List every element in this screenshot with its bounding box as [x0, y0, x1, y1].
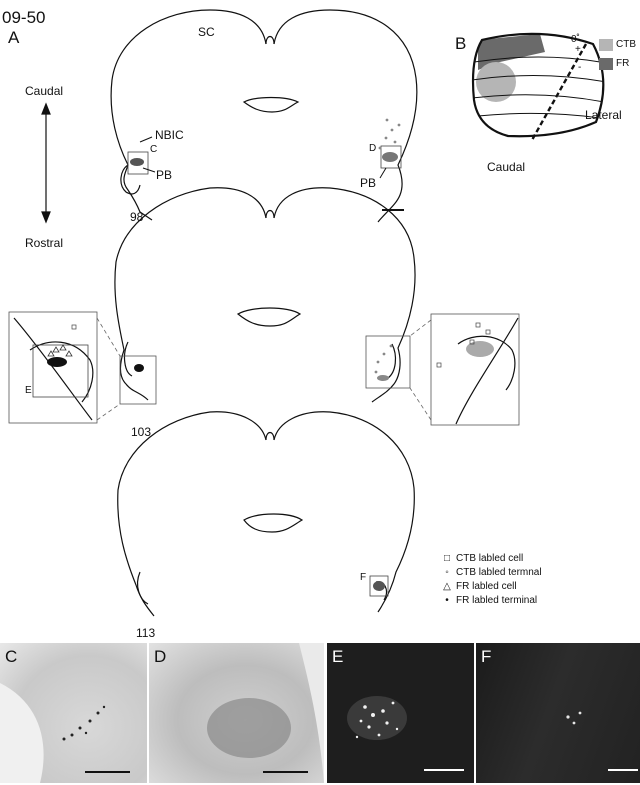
scattered-markers-103-right — [375, 345, 393, 381]
photo-c-texture — [0, 643, 147, 783]
section-98-outline — [111, 10, 417, 222]
section-113-number: 113 — [136, 626, 155, 640]
box-d-label: D — [369, 143, 376, 154]
pb-right-label: PB — [360, 176, 376, 190]
box-e-label: E — [25, 385, 32, 396]
section-98-number: 98 — [130, 210, 143, 224]
scale-bar-e — [424, 769, 464, 771]
section-103-number: 103 — [131, 425, 151, 439]
legend-fr-cell-label: FR labled cell — [456, 581, 517, 592]
legend-ctb-cell: □ CTB labled cell — [441, 553, 523, 564]
plus-label: + — [575, 44, 581, 55]
labeled-cluster-103-left — [134, 364, 144, 372]
photo-d-letter: D — [154, 647, 166, 667]
labeled-cluster-113 — [373, 581, 385, 591]
legend-ctb-terminal-label: CTB labled termnal — [456, 567, 542, 578]
scattered-markers-98-right — [379, 119, 401, 150]
scale-bar-c — [85, 771, 130, 773]
scale-bar-f — [608, 769, 638, 771]
photo-panel-c: C — [0, 643, 147, 783]
photo-e-texture — [327, 643, 474, 783]
rostral-label: Rostral — [25, 236, 63, 250]
nbic-label: NBIC — [155, 128, 184, 142]
section-103-outline — [115, 188, 415, 402]
panel-b-caudal-label: Caudal — [487, 160, 525, 174]
photo-e-letter: E — [332, 647, 343, 667]
small-circle-icon: ◦ — [441, 567, 453, 578]
caudal-label: Caudal — [25, 84, 63, 98]
legend-fr-swatch — [599, 58, 613, 70]
brain-sections-drawing — [0, 0, 640, 645]
photo-panel-e: E — [327, 643, 474, 783]
panel-b-lateral-label: Lateral — [585, 108, 622, 122]
labeled-terminals-98-right — [382, 152, 398, 162]
labeled-cluster-inset-e — [47, 357, 67, 367]
triangle-icon: △ — [441, 581, 453, 592]
pb-left-arrow — [143, 168, 155, 172]
pb-left-label: PB — [156, 168, 172, 182]
legend-fr-label: FR — [616, 58, 629, 69]
photo-panel-f: F — [476, 643, 640, 783]
legend-ctb-terminal: ◦ CTB labled termnal — [441, 567, 542, 578]
square-icon: □ — [441, 553, 453, 564]
photo-d-texture — [149, 643, 324, 783]
box-c-label: C — [150, 144, 157, 155]
photo-panel-d: D — [149, 643, 324, 783]
legend-ctb-swatch — [599, 39, 613, 51]
legend-fr-terminal-label: FR labled terminal — [456, 595, 537, 606]
legend-ctb-label: CTB — [616, 39, 636, 50]
photo-c-letter: C — [5, 647, 17, 667]
labeled-terminals-98-left — [130, 158, 144, 166]
legend-fr-terminal: • FR labled terminal — [441, 595, 537, 606]
minus-label: - — [578, 62, 581, 73]
pb-right-arrow — [380, 168, 386, 178]
scale-bar-d — [263, 771, 308, 773]
photo-f-texture — [476, 643, 640, 783]
photo-f-letter: F — [481, 647, 491, 667]
sc-label: SC — [198, 25, 215, 39]
box-f-label: F — [360, 572, 366, 583]
box-103-right — [366, 336, 410, 388]
inset-right — [431, 314, 519, 425]
legend-ctb-cell-label: CTB labled cell — [456, 553, 523, 564]
zoom-lines — [97, 318, 431, 420]
nbic-arrow — [140, 137, 152, 142]
dot-icon: • — [441, 595, 453, 606]
panel-b-map — [472, 34, 606, 140]
caudal-rostral-arrow — [42, 104, 50, 222]
legend-fr-cell: △ FR labled cell — [441, 581, 517, 592]
